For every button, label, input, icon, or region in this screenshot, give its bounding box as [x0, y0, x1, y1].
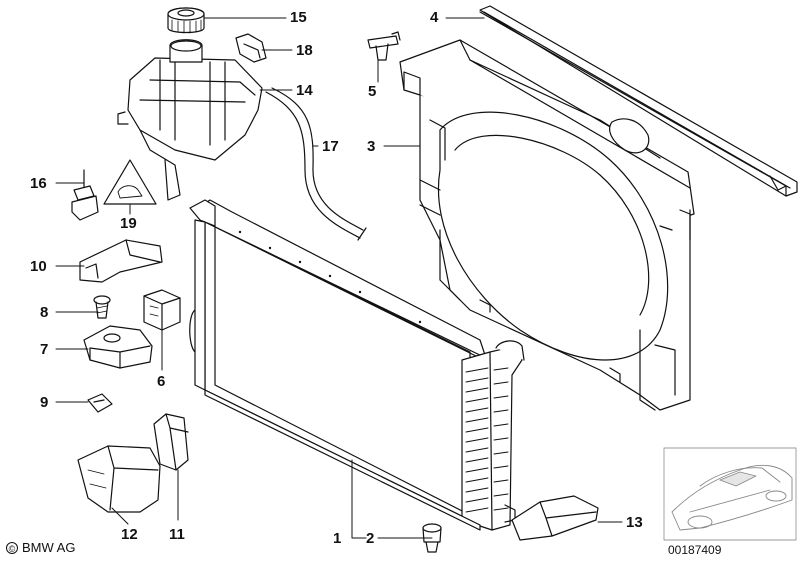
callout-19: 19	[120, 215, 137, 232]
brand-name: BMW AG	[22, 540, 76, 555]
part-4-seal-strip	[479, 5, 798, 197]
callout-12: 12	[121, 526, 138, 543]
copyright-notice: © BMW AG	[6, 540, 75, 555]
part-8-screw	[93, 295, 111, 319]
part-9-clip-nut	[87, 393, 113, 413]
part-16-sensor	[71, 169, 99, 221]
part-6-rubber-mount	[143, 289, 181, 331]
callout-13: 13	[626, 514, 643, 531]
callout-10: 10	[30, 258, 47, 275]
vehicle-inset	[663, 447, 797, 541]
callout-1: 1	[333, 530, 342, 547]
part-12-lower-bracket	[77, 445, 161, 513]
part-3-fan-shroud	[399, 39, 695, 411]
callout-8: 8	[40, 304, 49, 321]
callout-16: 16	[30, 175, 47, 192]
callout-17: 17	[322, 138, 339, 155]
part-7-mount-bracket	[83, 325, 153, 369]
callout-3: 3	[367, 138, 376, 155]
copyright-symbol: ©	[6, 541, 18, 554]
part-14-expansion-tank	[117, 39, 263, 201]
callout-14: 14	[296, 82, 313, 99]
part-2-drain-plug	[422, 523, 442, 553]
callout-9: 9	[40, 394, 49, 411]
part-18-clip	[235, 33, 267, 63]
part-10-bracket	[79, 239, 163, 283]
leader-lines	[55, 17, 623, 539]
part-19-warning-label	[103, 159, 157, 205]
part-15-cap	[167, 7, 205, 34]
callout-18: 18	[296, 42, 313, 59]
callout-11: 11	[169, 526, 185, 543]
callout-15: 15	[290, 9, 307, 26]
callout-6: 6	[157, 373, 166, 390]
part-11-rubber-pad	[153, 413, 189, 471]
diagram-number: 00187409	[668, 543, 722, 557]
part-13-right-bracket	[511, 495, 599, 541]
callout-7: 7	[40, 341, 49, 358]
callout-4: 4	[430, 9, 439, 26]
part-17-hose	[265, 87, 367, 241]
part-5-push-pin	[367, 31, 401, 61]
part-1-radiator	[189, 199, 525, 531]
callout-2: 2	[366, 530, 375, 547]
callout-5: 5	[368, 83, 377, 100]
